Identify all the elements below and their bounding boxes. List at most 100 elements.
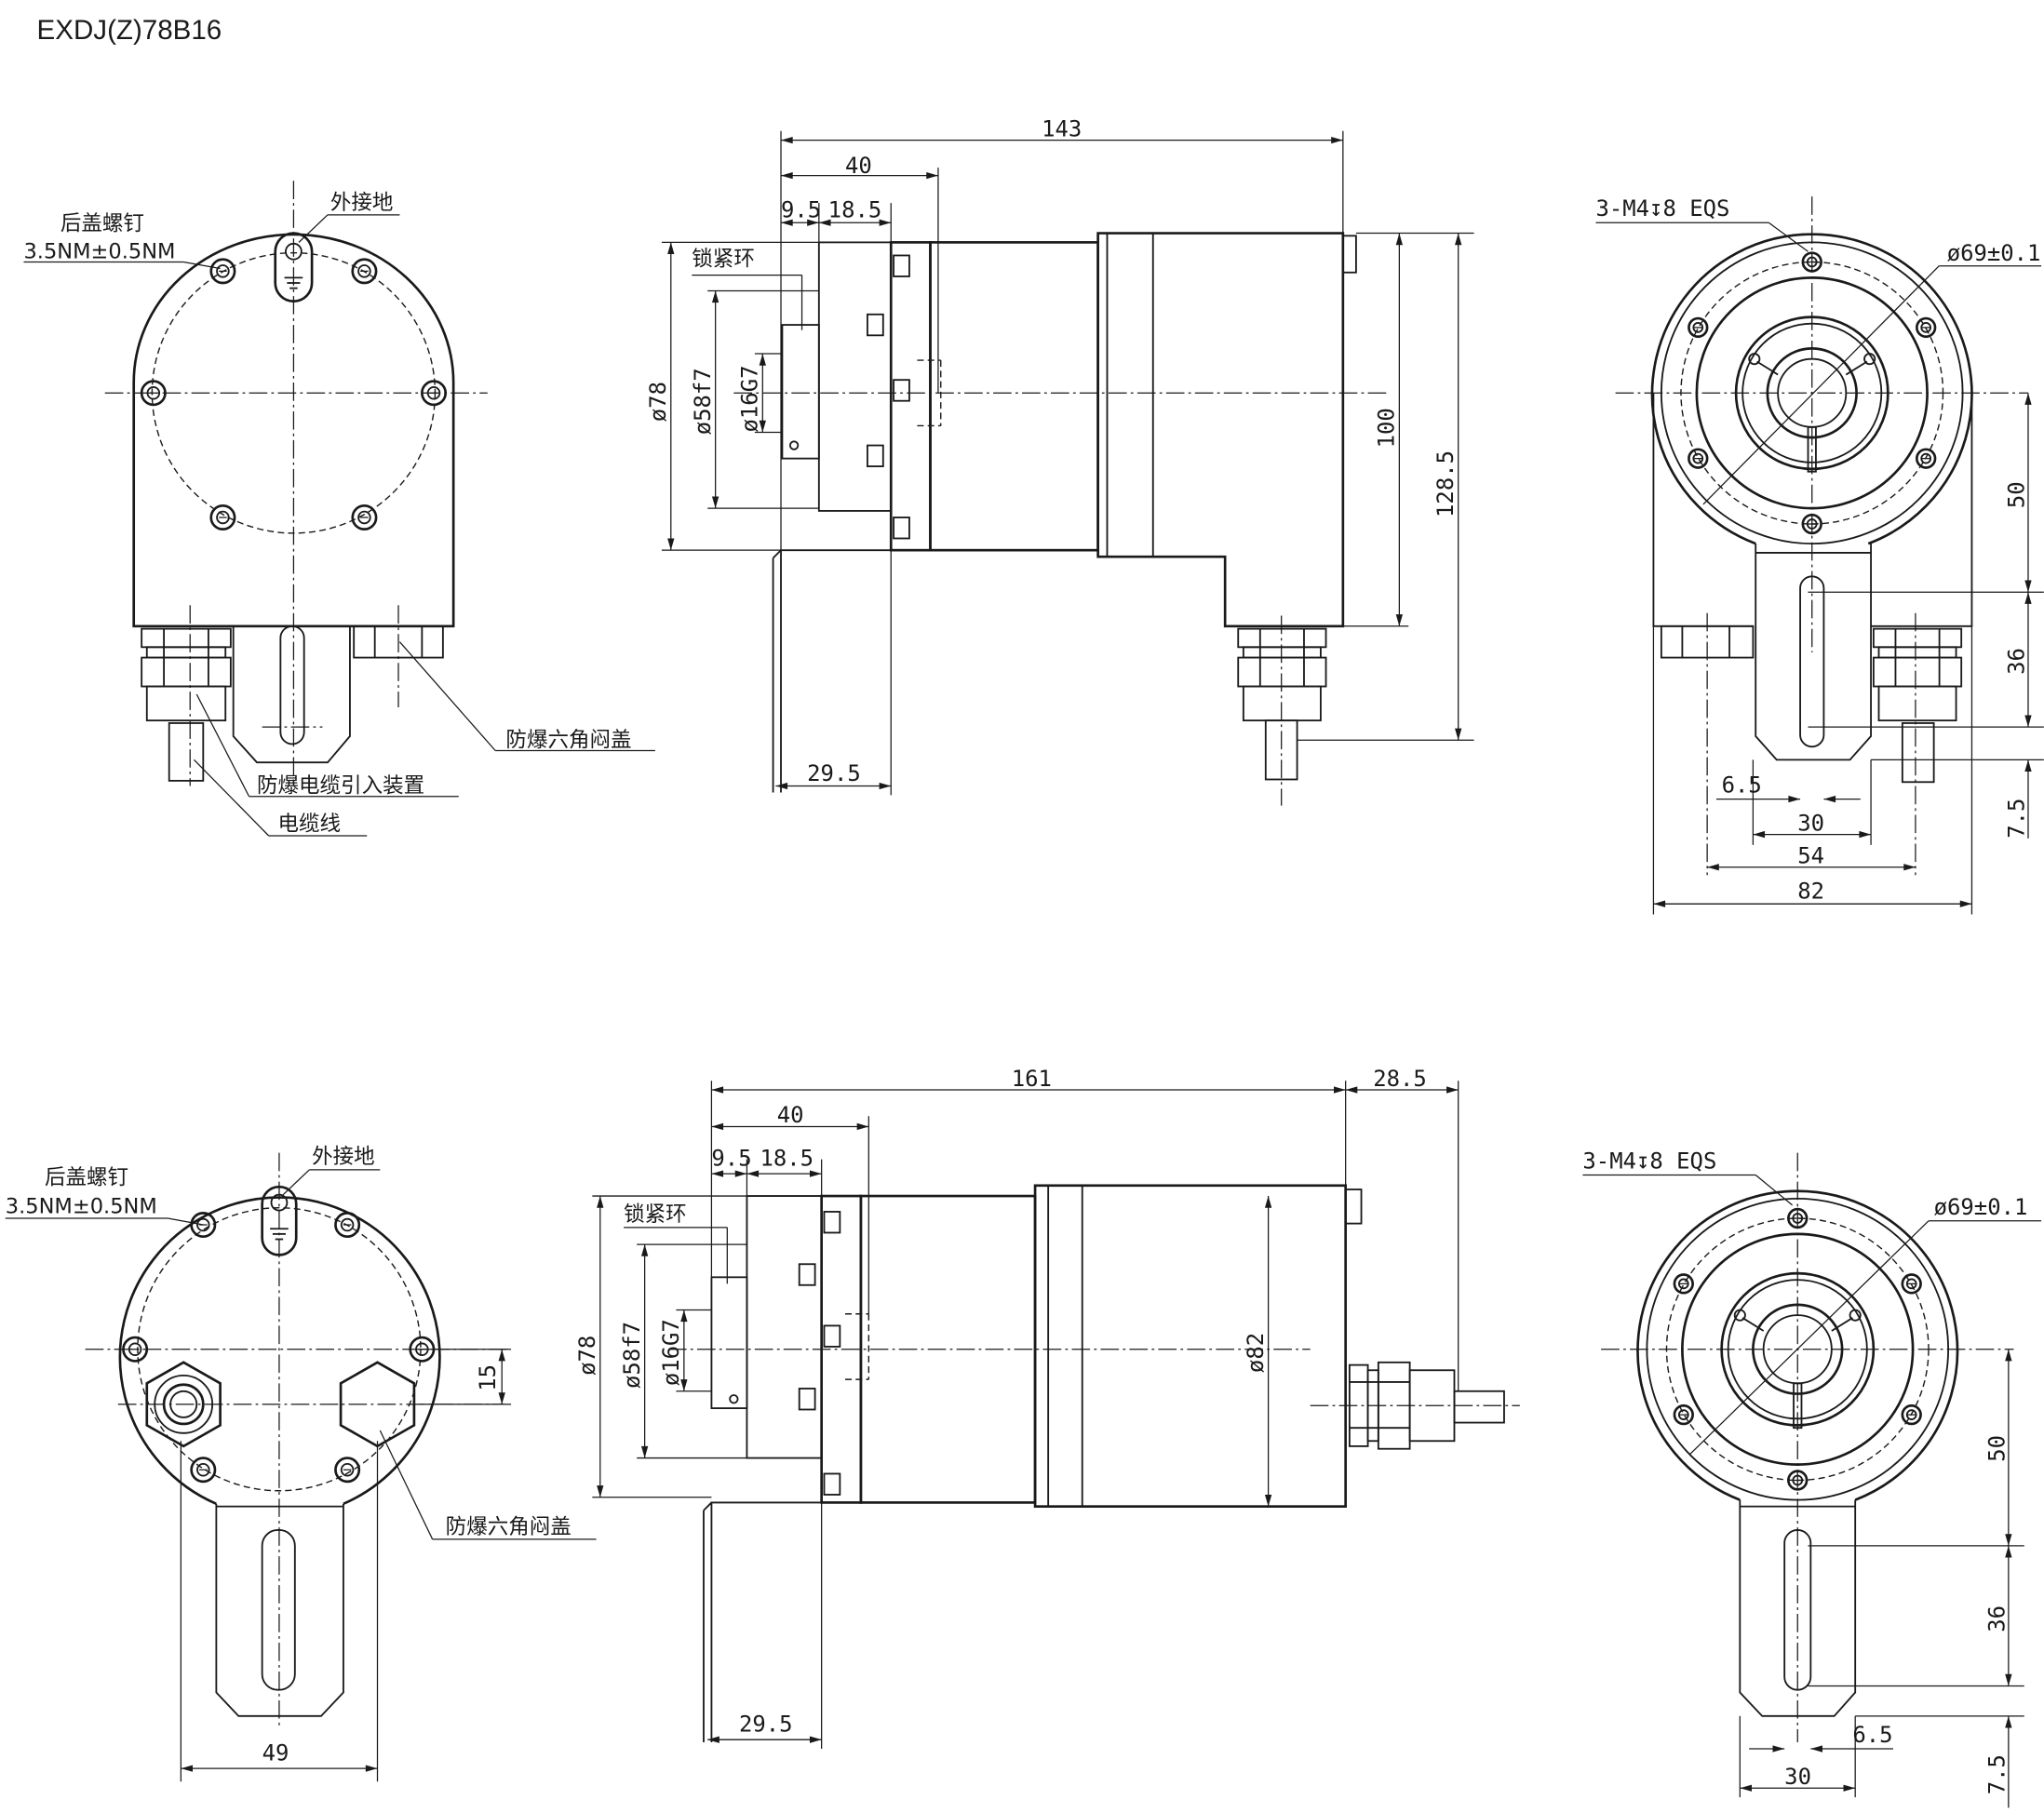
dimension-arrow (856, 1122, 869, 1131)
screw-icon (1673, 1403, 1694, 1426)
dim-9-5: 9.5 (781, 197, 821, 223)
dim-29-5: 29.5 (807, 760, 861, 786)
ground-lug (1341, 235, 1357, 274)
bracket-plate-edge (772, 549, 782, 559)
dimension-arrow (2005, 1673, 2012, 1686)
dim-dia16g7: ø16G7 (737, 366, 763, 433)
dimension-arrow (879, 219, 892, 226)
dim-100: 100 (1374, 408, 1400, 448)
screw-head (357, 510, 371, 525)
screw-icon (209, 258, 236, 285)
screw-icon (1688, 448, 1709, 469)
dim-40: 40 (845, 153, 872, 179)
dimension-arrow (2005, 1349, 2012, 1362)
dim-82: 82 (1797, 879, 1824, 905)
hollow-shaft-hub (746, 1195, 823, 1459)
dimension-arrow (926, 171, 938, 180)
leader-line (282, 1169, 310, 1196)
bracket-plate (710, 1501, 822, 1742)
cable-gland-hex (145, 1361, 222, 1448)
dimension-arrow (818, 219, 831, 226)
dim-50: 50 (1984, 1435, 2010, 1462)
screw-icon (190, 1457, 217, 1484)
lock-ring-screw (788, 440, 800, 450)
lock-ring (710, 1276, 748, 1409)
screw-icon (351, 258, 378, 285)
dimension-arrow (734, 1170, 747, 1177)
cable-gland-side-hex (1237, 656, 1327, 688)
rear-screw-label: 后盖螺钉 (45, 1165, 128, 1189)
leader-line (298, 214, 329, 243)
bracket-slot (1783, 1529, 1812, 1691)
dimension-arrow (1843, 1784, 1856, 1792)
screw-head (340, 1217, 355, 1232)
screw-head (426, 386, 441, 400)
leader-line (195, 693, 250, 798)
screw-icon (1673, 1273, 1694, 1295)
pcd-dim: ø69±0.1 (1947, 240, 2041, 266)
dimension-arrow (1959, 900, 1972, 907)
top-side-view-labels: 143 40 9.5 18.5 锁紧环 ø78 ø58f7 ø16G7 100 … (645, 115, 1459, 786)
lock-ring-screw (729, 1394, 739, 1404)
dimension-arrow (2005, 1545, 2012, 1558)
leader-line (398, 641, 496, 751)
leader-line (193, 759, 270, 837)
dimension-arrow (711, 1170, 724, 1177)
dimension-arrow (1446, 1086, 1459, 1094)
dim-128-5: 128.5 (1432, 450, 1459, 517)
screw-icon (209, 504, 236, 530)
dimension-arrow (1753, 830, 1766, 839)
mounting-bracket (1739, 1499, 1857, 1717)
dimension-arrow (1788, 795, 1801, 803)
thread-spec: 3-M4↧8 EQS (1582, 1148, 1716, 1175)
dim-dia58f7: ø58f7 (690, 368, 716, 435)
torque-label: 3.5NM±0.5NM (6, 1194, 157, 1218)
lock-ring-label: 锁紧环 (624, 1202, 687, 1227)
dimension-arrow (1455, 233, 1462, 246)
bottom-side-view-labels: 161 28.5 40 9.5 18.5 锁紧环 ø78 ø58f7 ø16G7… (574, 1066, 1427, 1738)
top-rear-view-labels: 后盖螺钉 3.5NM±0.5NM 外接地 防爆六角闷盖 防爆电缆引入装置 电缆线 (23, 191, 631, 836)
side-bolt (893, 379, 910, 402)
screw-head (196, 1217, 210, 1232)
dimension-arrow (809, 1736, 822, 1743)
side-bolt (866, 313, 884, 337)
leader-line (168, 1217, 204, 1226)
dimension-arrow (1333, 1086, 1346, 1094)
dimension-arrow (667, 242, 675, 255)
dimension-arrow (498, 1349, 505, 1362)
side-bolt (798, 1388, 816, 1411)
dim-15: 15 (475, 1364, 501, 1391)
leader-line (1768, 222, 1809, 252)
cable-gland-side-body (1242, 685, 1322, 722)
screw-icon (1688, 316, 1709, 339)
dimension-arrow (1707, 864, 1719, 871)
clamp-arm (1831, 1317, 1853, 1332)
side-bolt (823, 1211, 841, 1234)
dimension-arrow (597, 1485, 604, 1497)
cable-gland-side-washer (1242, 646, 1322, 659)
dimension-arrow (667, 538, 675, 551)
screw-head (216, 510, 230, 525)
screw-icon (351, 504, 378, 530)
dimension-arrow (809, 1170, 822, 1177)
dimension-arrow (181, 1765, 194, 1772)
dim-dia16g7: ø16G7 (658, 1319, 684, 1386)
screw-icon (140, 380, 167, 407)
dimension-arrow (1455, 728, 1462, 741)
dim-7-5: 7.5 (2004, 799, 2030, 839)
thread-spec: 3-M4↧8 EQS (1595, 195, 1729, 222)
dimension-arrow (2005, 1715, 2012, 1728)
dimension-arrow (1264, 1494, 1272, 1507)
dimension-arrow (2024, 580, 2032, 593)
dim-28-5: 28.5 (1373, 1066, 1427, 1092)
drawing-geometry (5, 130, 2044, 1808)
bracket-plate-edge (703, 1501, 713, 1511)
screw-head (1692, 322, 1704, 333)
leader-line (1702, 265, 1940, 505)
drawing-title: EXDJ(Z)78B16 (37, 15, 222, 46)
dimension-arrow (1395, 614, 1404, 626)
screw-icon (190, 1212, 217, 1239)
cable (1901, 722, 1935, 784)
dimension-arrow (1345, 1086, 1358, 1094)
bracket-slot (279, 624, 305, 745)
